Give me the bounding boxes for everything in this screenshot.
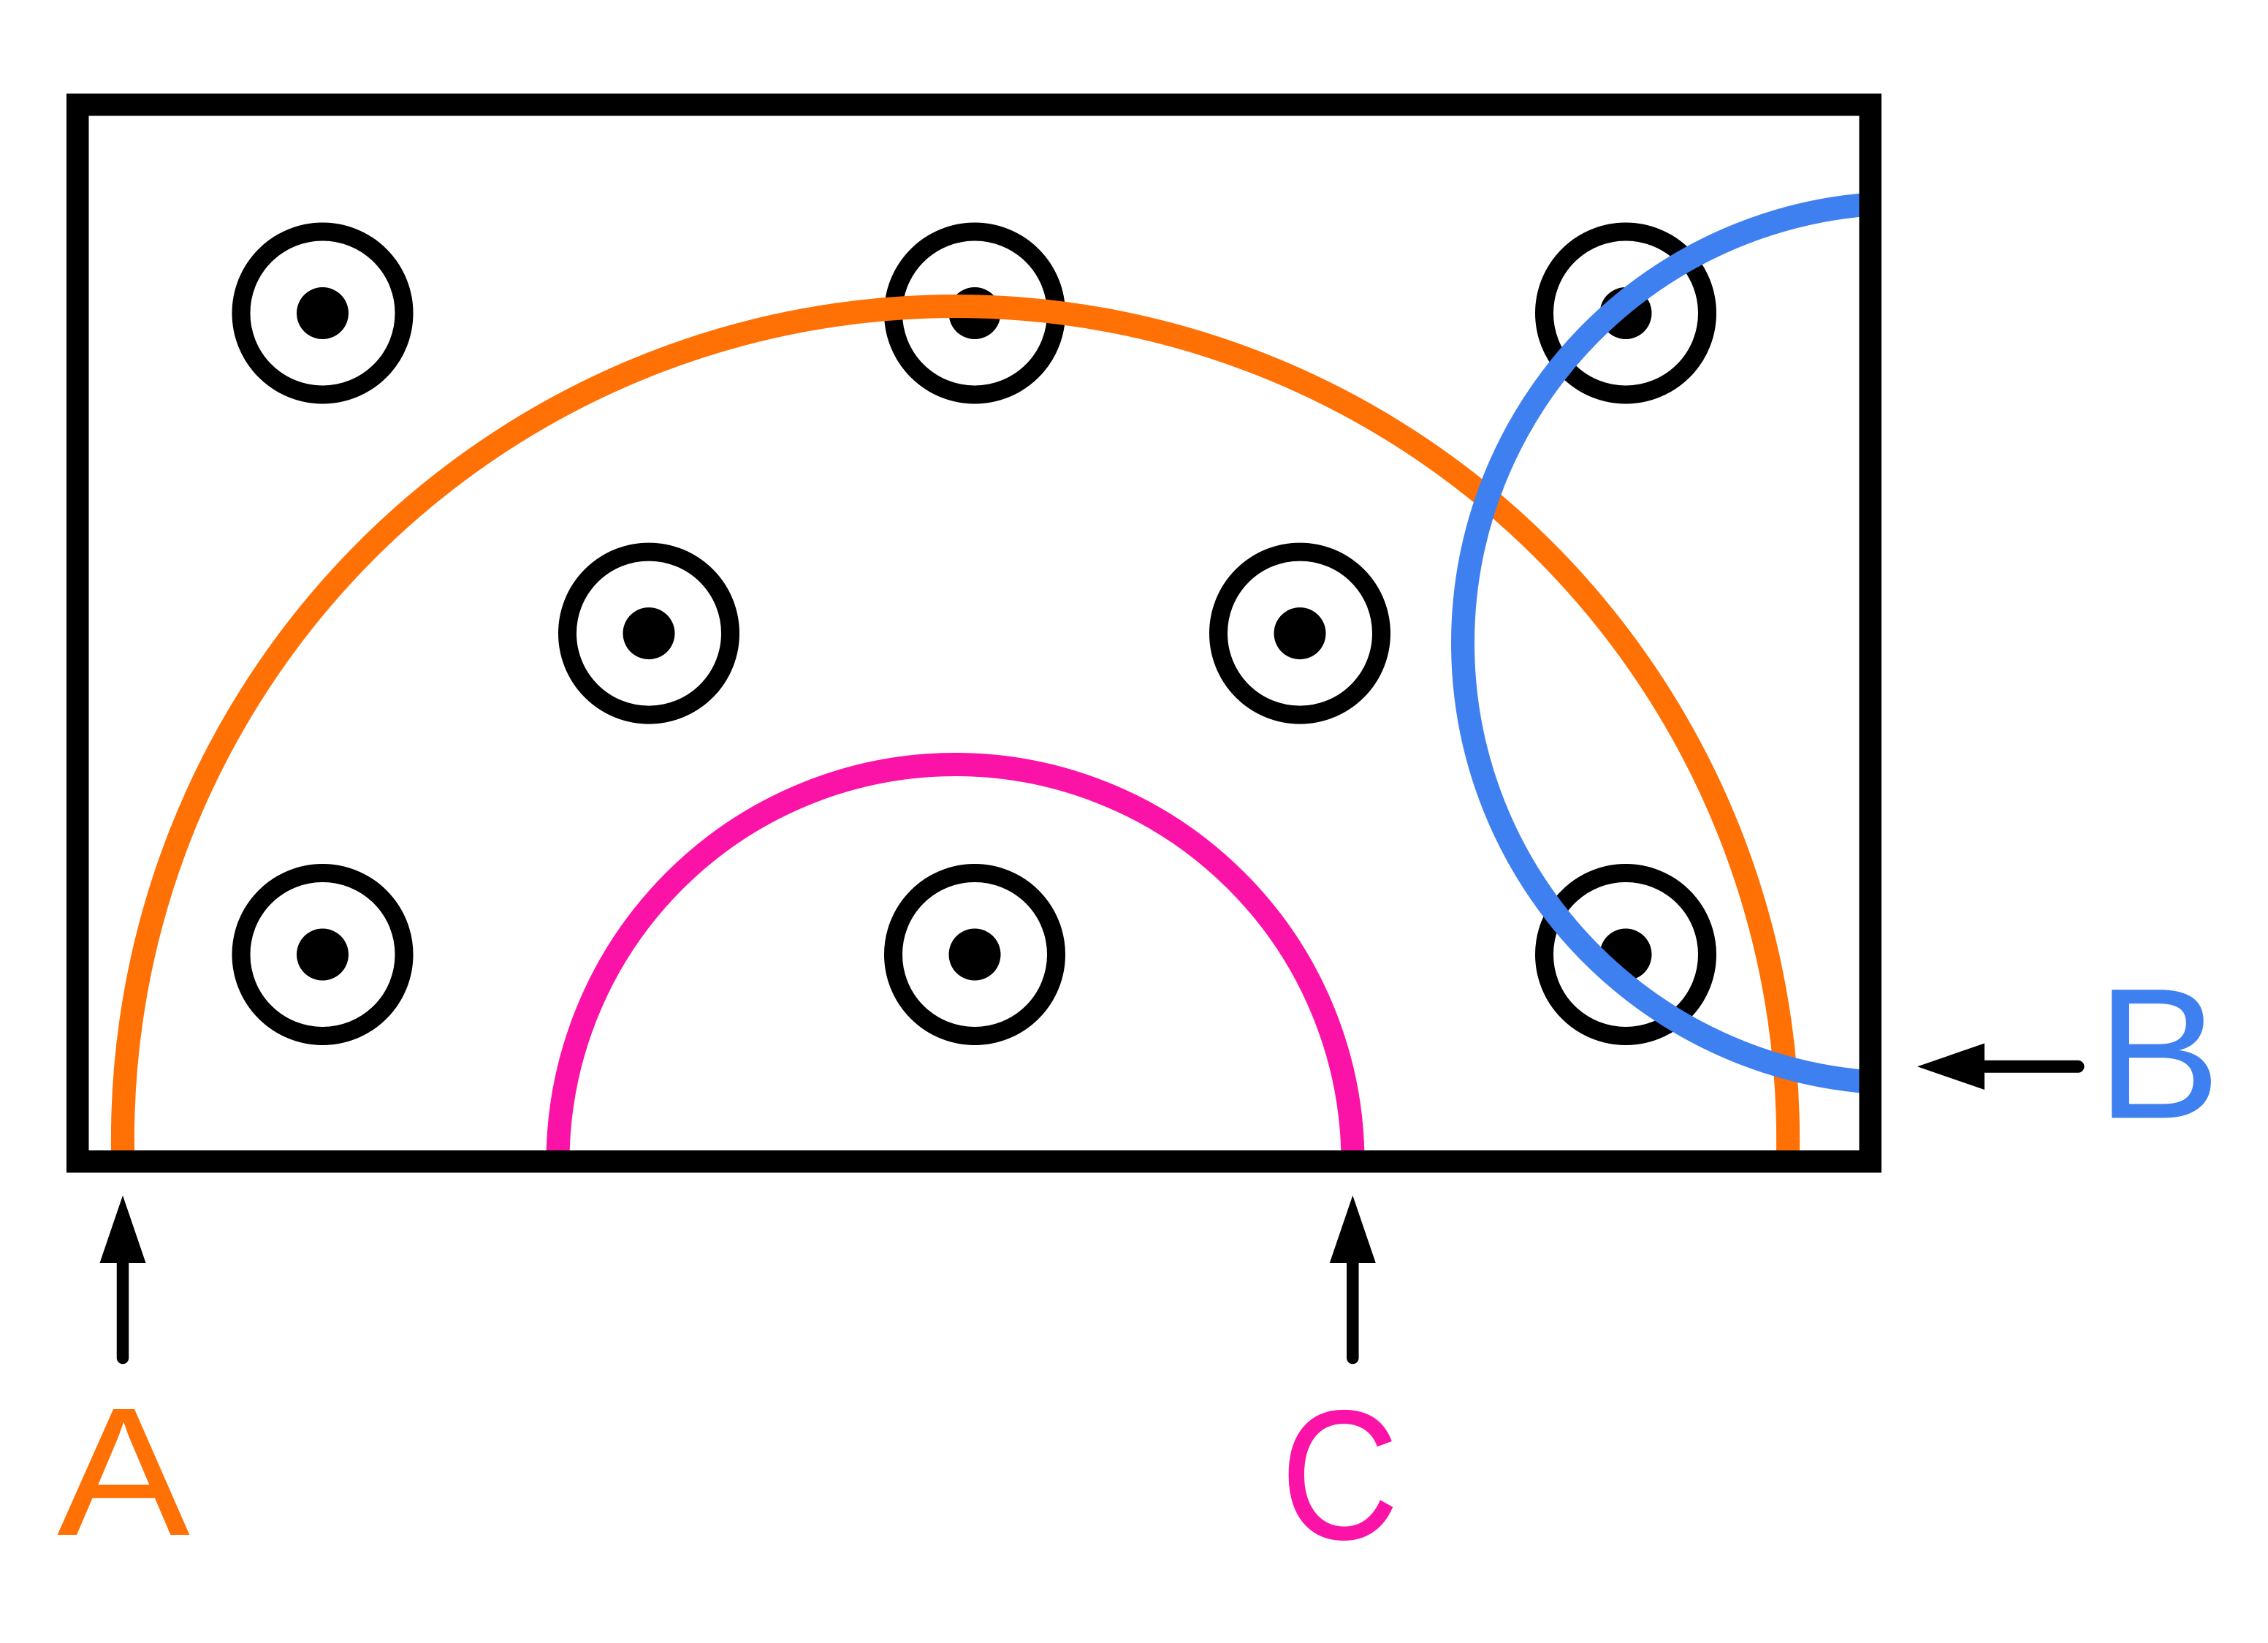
svg-text:B: B bbox=[2096, 950, 2221, 1158]
svg-text:A: A bbox=[57, 1370, 191, 1574]
svg-text:C: C bbox=[1280, 1371, 1399, 1578]
